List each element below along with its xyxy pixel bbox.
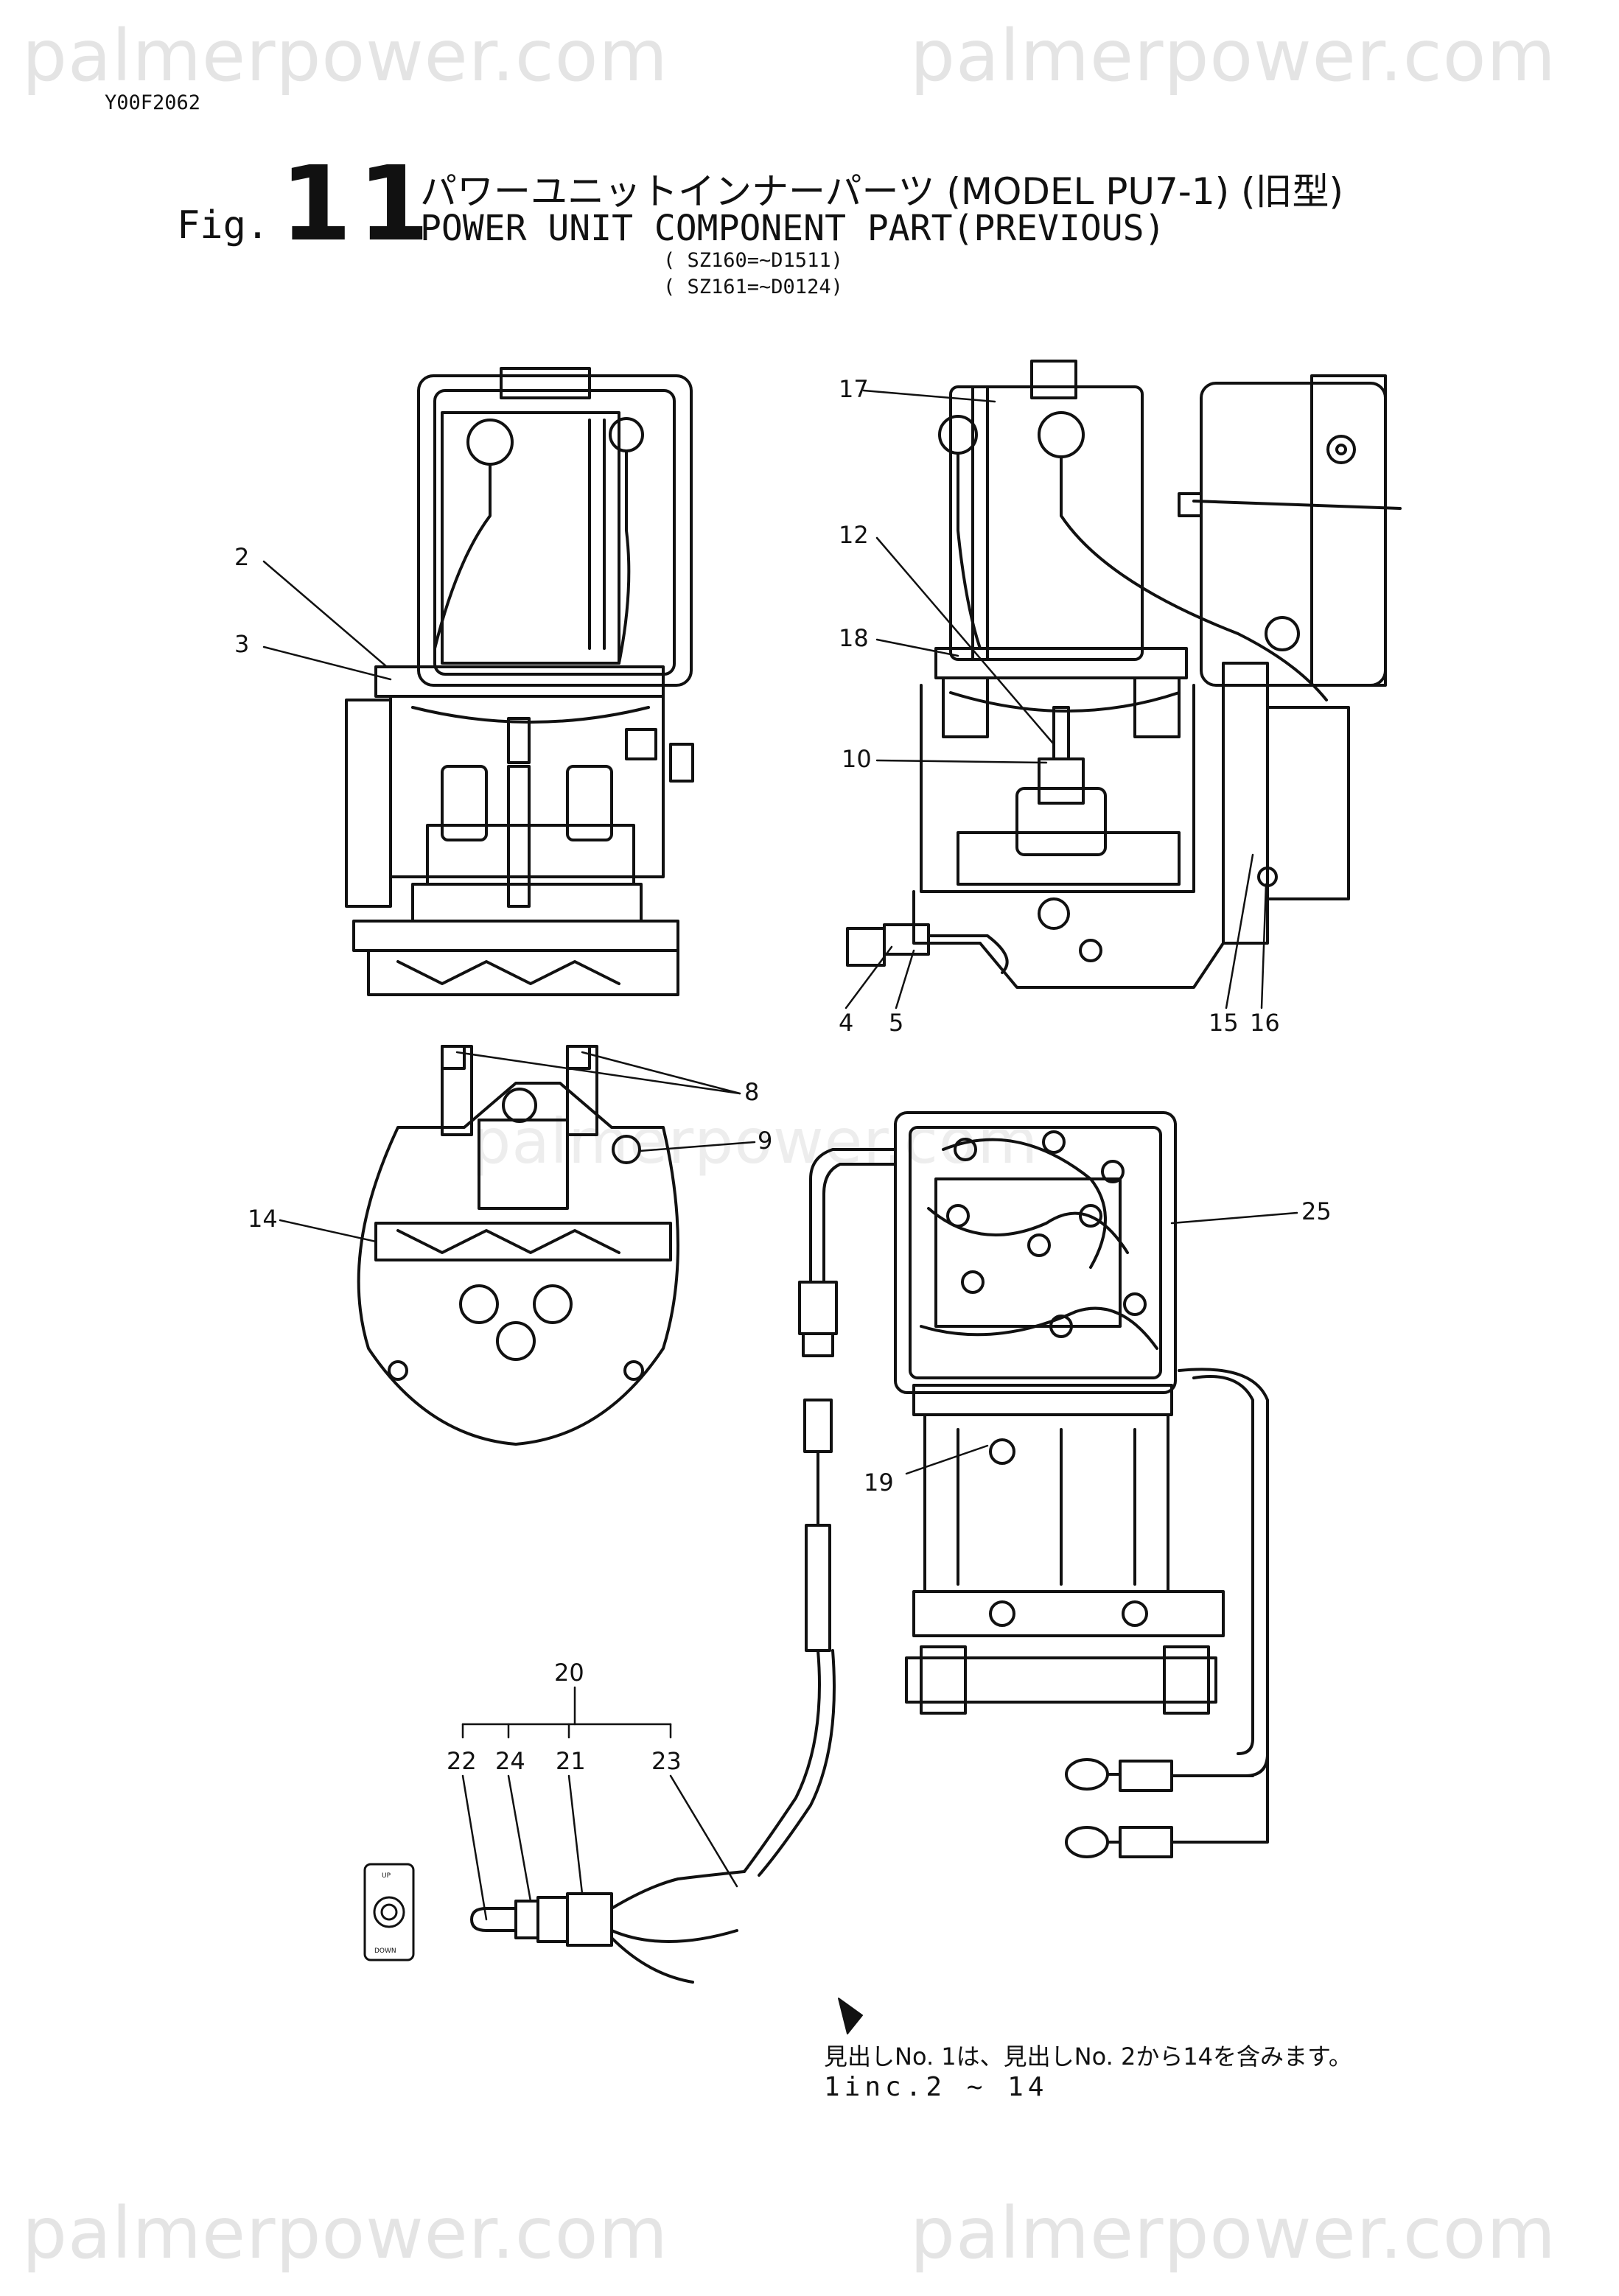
callout-12: 12 xyxy=(839,521,869,549)
watermark-bottom-left: palmerpower.com xyxy=(22,2192,668,2275)
switch-down-label: DOWN xyxy=(374,1947,396,1955)
watermark-bottom-right: palmerpower.com xyxy=(910,2192,1556,2275)
note-english: 1inc.2 ~ 14 xyxy=(824,2072,1049,2102)
callout-15: 15 xyxy=(1209,1009,1239,1037)
note-pointer-arrow xyxy=(838,1998,863,2034)
watermark-top-right: palmerpower.com xyxy=(910,15,1556,97)
power-unit-side-view xyxy=(846,360,1402,989)
note-japanese: 見出しNo. 1は、見出しNo. 2から14を含みます。 xyxy=(824,2043,1352,2071)
watermark-top-left: palmerpower.com xyxy=(22,15,668,97)
figure-prefix: Fig. xyxy=(177,203,270,248)
callout-17: 17 xyxy=(839,375,869,403)
serial-range-1: ( SZ160=~D1511) xyxy=(663,249,843,272)
switch-up-label: UP xyxy=(382,1872,391,1880)
callout-3: 3 xyxy=(234,630,250,658)
callout-23: 23 xyxy=(651,1747,682,1775)
callout-leader-lines xyxy=(262,389,1298,1921)
callout-10: 10 xyxy=(842,745,872,773)
toggle-switch-assembly xyxy=(363,1863,746,1984)
power-unit-plan-view xyxy=(743,1111,1269,1877)
callout-22: 22 xyxy=(447,1747,477,1775)
callout-9: 9 xyxy=(758,1127,773,1155)
callout-2: 2 xyxy=(234,543,250,571)
title-japanese: パワーユニットインナーパーツ (MODEL PU7-1) (旧型) xyxy=(420,170,1344,213)
title-english: POWER UNIT COMPONENT PART(PREVIOUS) xyxy=(420,208,1166,249)
callout-24: 24 xyxy=(495,1747,525,1775)
callout-19: 19 xyxy=(864,1469,894,1497)
callout-16: 16 xyxy=(1250,1009,1280,1037)
callout-8: 8 xyxy=(744,1078,760,1106)
callout-5: 5 xyxy=(889,1009,904,1037)
callout-18: 18 xyxy=(839,624,869,652)
callout-25: 25 xyxy=(1301,1197,1332,1225)
callout-14: 14 xyxy=(248,1205,278,1233)
figure-number: 11 xyxy=(280,144,436,265)
callout-20: 20 xyxy=(554,1659,584,1687)
document-code: Y00F2062 xyxy=(105,91,201,114)
callout-21: 21 xyxy=(556,1747,586,1775)
callout-4: 4 xyxy=(839,1009,854,1037)
serial-range-2: ( SZ161=~D0124) xyxy=(663,276,843,298)
valve-bottom-view xyxy=(357,1045,679,1446)
power-unit-front-view xyxy=(345,367,694,996)
